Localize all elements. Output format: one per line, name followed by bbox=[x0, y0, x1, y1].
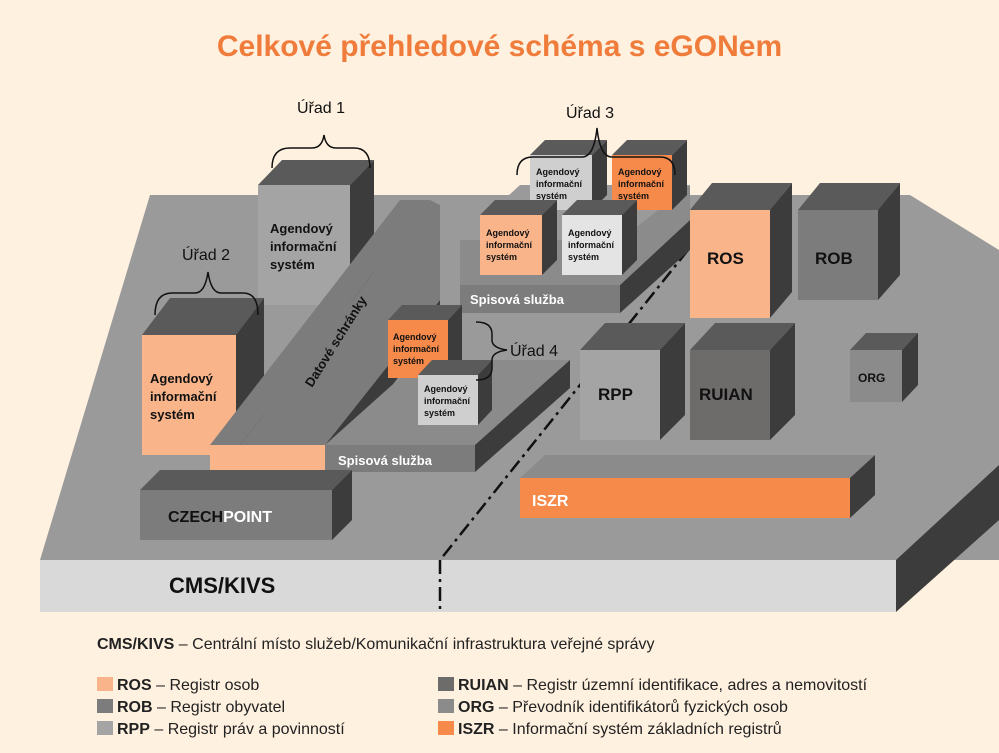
svg-text:Spisová služba: Spisová služba bbox=[470, 292, 565, 307]
urad3-label: Úřad 3 bbox=[516, 103, 676, 176]
egon-diagram: CMS/KIVS Agendový informační systém Agen… bbox=[40, 98, 999, 612]
rob-block: ROB bbox=[798, 183, 900, 300]
svg-text:ISZR: ISZR bbox=[532, 493, 569, 510]
divider-line bbox=[438, 249, 689, 612]
swatch-icon bbox=[438, 677, 454, 691]
svg-text:Úřad 4: Úřad 4 bbox=[510, 341, 558, 360]
legend-item-ruian: RUIAN – Registr územní identifikace, adr… bbox=[438, 675, 867, 697]
svg-text:Spisová služba: Spisová služba bbox=[338, 453, 433, 468]
swatch-icon bbox=[97, 699, 113, 713]
cms-kivs-label: CMS/KIVS bbox=[169, 573, 275, 598]
rpp-block: RPP bbox=[580, 323, 685, 440]
svg-text:Agendový informační: Agendový informační systém bbox=[270, 221, 340, 272]
svg-text:RUIAN: RUIAN bbox=[699, 385, 753, 404]
urad2-label: Úřad 2 bbox=[154, 245, 259, 316]
svg-text:RPP: RPP bbox=[598, 385, 633, 404]
urad1-label: Úřad 1 bbox=[271, 98, 371, 169]
urad4-label: Úřad 4 bbox=[475, 321, 558, 381]
legend-item-rob: ROB – Registr obyvatel bbox=[97, 697, 345, 719]
svg-text:Úřad 2: Úřad 2 bbox=[182, 245, 230, 264]
agenda-line3: systém bbox=[270, 257, 315, 272]
legend-item-rpp: RPP – Registr práv a povinností bbox=[97, 719, 345, 741]
swatch-icon bbox=[438, 721, 454, 735]
legend-item-iszr: ISZR – Informační systém základních regi… bbox=[438, 719, 867, 741]
agenda-line2: informační bbox=[270, 239, 337, 254]
iszr-block: ISZR bbox=[520, 455, 875, 518]
swatch-icon bbox=[97, 677, 113, 691]
org-block: ORG bbox=[850, 333, 918, 402]
legend-left: ROS – Registr osob ROB – Registr obyvate… bbox=[97, 675, 345, 741]
czechpoint-block: CZECHPOINT bbox=[140, 470, 352, 540]
svg-text:Agendový informační: Agendový informační systém bbox=[150, 371, 220, 422]
svg-text:Úřad 1: Úřad 1 bbox=[297, 98, 345, 117]
legend-item-org: ORG – Převodník identifikátorů fyzických… bbox=[438, 697, 867, 719]
svg-text:CZECHPOINT: CZECHPOINT bbox=[168, 509, 272, 526]
legend-right: RUIAN – Registr územní identifikace, adr… bbox=[438, 675, 867, 741]
swatch-icon bbox=[438, 699, 454, 713]
ros-block: ROS bbox=[690, 183, 792, 318]
swatch-icon bbox=[97, 721, 113, 735]
svg-text:ORG: ORG bbox=[858, 371, 885, 385]
svg-text:ROB: ROB bbox=[815, 249, 853, 268]
page-title: Celkové přehledové schéma s eGONem bbox=[216, 30, 783, 63]
svg-text:ROS: ROS bbox=[707, 249, 744, 268]
agenda-line1: Agendový bbox=[270, 221, 334, 236]
ruian-block: RUIAN bbox=[690, 323, 795, 440]
svg-text:Úřad 3: Úřad 3 bbox=[566, 103, 614, 122]
legend-cms: CMS/KIVS – Centrální místo služeb/Komuni… bbox=[97, 636, 655, 653]
legend-item-ros: ROS – Registr osob bbox=[97, 675, 345, 697]
